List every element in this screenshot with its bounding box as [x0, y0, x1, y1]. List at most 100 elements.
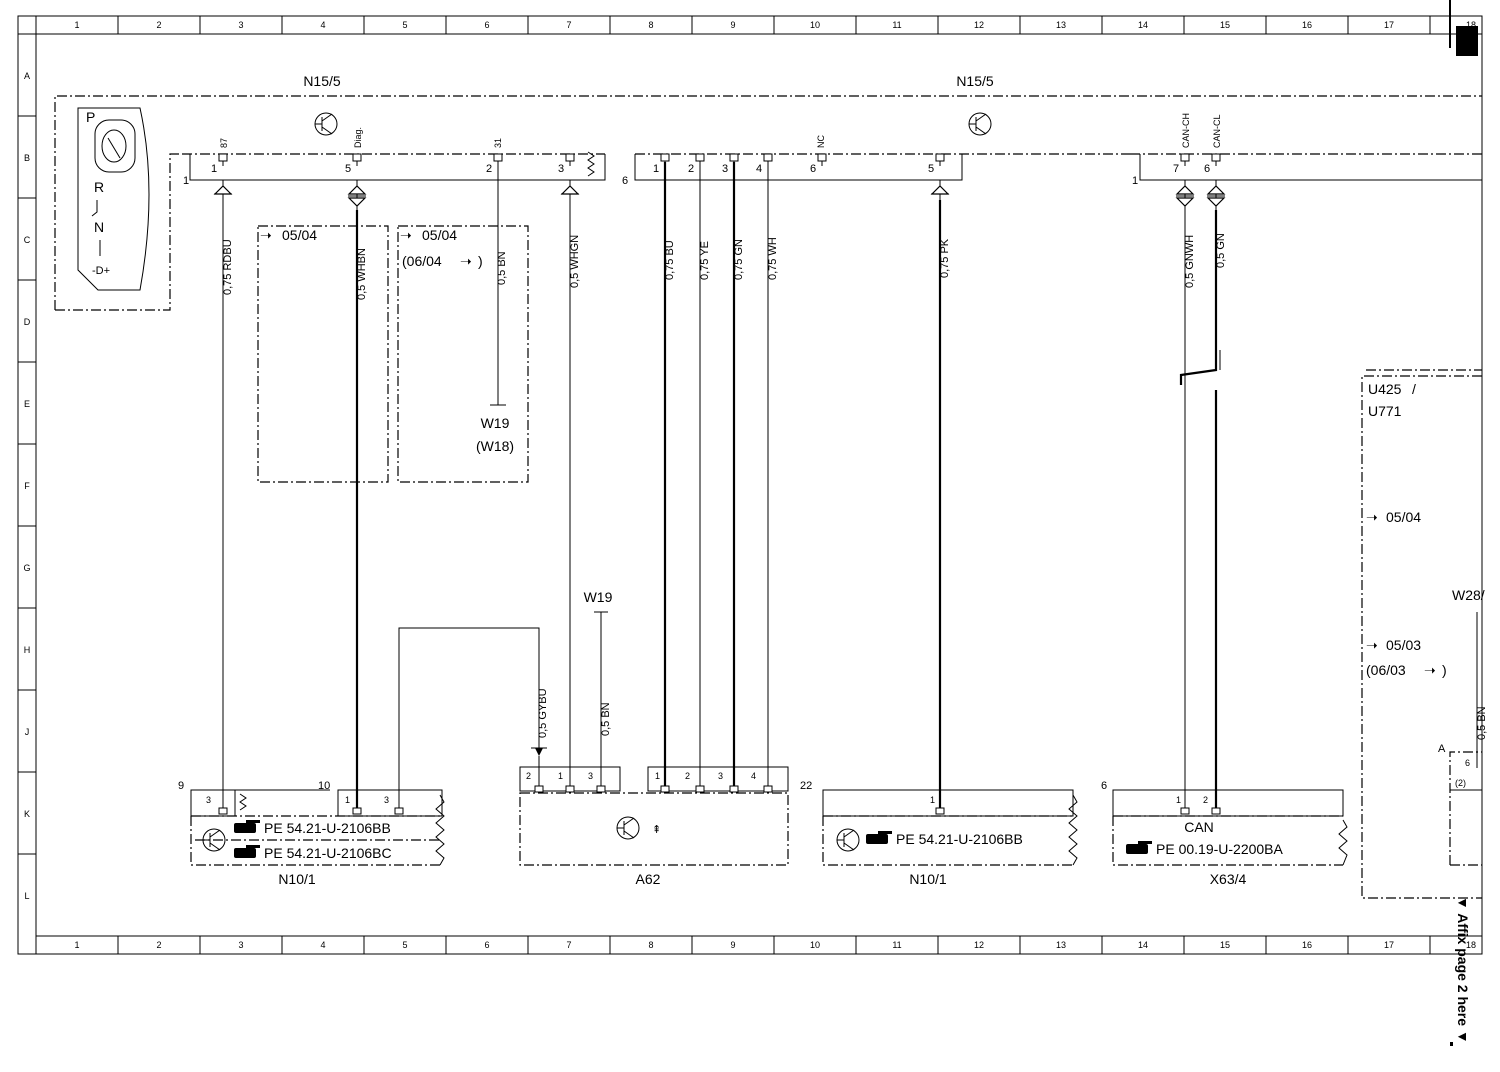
column-number: 14: [1138, 20, 1148, 30]
connector-10-number: 10: [318, 780, 330, 792]
ref-w19-ground: W19: [584, 589, 613, 605]
row-letter: A: [24, 71, 30, 81]
row-letter: J: [25, 727, 30, 737]
wire-label: 0,75 WH: [767, 237, 779, 280]
row-letter: C: [24, 235, 31, 245]
module-a62-label: A62: [636, 871, 661, 887]
ref-0504-a: 05/04: [282, 227, 317, 243]
svg-text:➝: ➝: [1366, 637, 1378, 653]
module-x63: 6 1 2 CAN PE 00.19-U-2200BA X63/4: [1101, 780, 1344, 887]
n15-outer-boundary: [54, 95, 1482, 310]
pin-label-31: 31: [493, 138, 503, 148]
selector-lever-box: P R N -D+: [55, 107, 182, 311]
wire-label: 0,5 BN: [600, 702, 612, 736]
connector-group-1: 1: [182, 153, 606, 187]
svg-text:1: 1: [930, 795, 935, 805]
pointing-hand-icon: [234, 845, 260, 858]
pin-number: 1: [653, 163, 659, 175]
connector-6-number: 6: [622, 175, 628, 187]
transistor-icon: [616, 816, 640, 840]
pin-2-label: (2): [1455, 778, 1466, 788]
connector-22-number: 22: [800, 780, 812, 792]
column-number: 15: [1220, 940, 1230, 950]
column-number: 5: [402, 20, 407, 30]
column-number: 10: [810, 20, 820, 30]
selector-r-label: R: [94, 179, 104, 195]
transistor-icon: [968, 112, 992, 136]
can-label: CAN: [1184, 819, 1214, 835]
row-letter: D: [24, 317, 31, 327]
connector-arrows: [213, 180, 1226, 212]
affix-page-note: ▼ Affix page 2 here ▼: [1455, 896, 1471, 1044]
column-number: 16: [1302, 940, 1312, 950]
ref-u425: U425: [1368, 381, 1402, 397]
led-icon: ⇞: [652, 824, 661, 836]
column-number: 18: [1466, 940, 1476, 950]
svg-text:➝: ➝: [260, 227, 272, 243]
pin-label-nc: NC: [816, 135, 826, 148]
pin-label-diag: Diag.: [353, 127, 363, 148]
svg-text:➝: ➝: [400, 227, 412, 243]
row-letter: F: [24, 481, 30, 491]
column-number: 8: [648, 940, 653, 950]
column-number: 8: [648, 20, 653, 30]
pin-number: 6: [810, 163, 816, 175]
transistor-icon: [314, 112, 338, 136]
svg-text:3: 3: [718, 771, 723, 781]
column-number: 2: [156, 940, 161, 950]
column-number: 18: [1466, 20, 1476, 30]
transistor-icon: [202, 828, 226, 852]
ref-0503: 05/03: [1386, 637, 1421, 653]
row-letter: B: [24, 153, 30, 163]
column-number: 10: [810, 940, 820, 950]
module-x63-label: X63/4: [1210, 871, 1247, 887]
column-number: 4: [320, 20, 325, 30]
column-number: 17: [1384, 940, 1394, 950]
column-number: 6: [484, 20, 489, 30]
connector-9-number: 9: [178, 780, 184, 792]
pe-ref-2: PE 54.21-U-2106BC: [264, 845, 392, 861]
wire-label: 0,75 GN: [733, 239, 745, 280]
ref-0504-b: 05/04: [422, 227, 457, 243]
selector-d-label: -D+: [92, 265, 110, 277]
pin-label-can-cl: CAN-CL: [1212, 114, 1222, 148]
module-n10-right: 1 PE 54.21-U-2106BB N10/1: [822, 789, 1074, 887]
wire-label: 0,5 GNWH: [1184, 235, 1196, 288]
ref-w28: W28/: [1452, 587, 1485, 603]
pin-6-label: 6: [1465, 758, 1470, 768]
module-n10-left-label: N10/1: [278, 871, 316, 887]
pe-ref-3: PE 54.21-U-2106BB: [896, 831, 1023, 847]
column-number: 14: [1138, 940, 1148, 950]
pin-number: 3: [722, 163, 728, 175]
column-number: 4: [320, 940, 325, 950]
ref-w18: (W18): [476, 438, 514, 454]
transistor-icon: [836, 828, 860, 852]
pin-number: 4: [756, 163, 762, 175]
svg-text:2: 2: [526, 771, 531, 781]
resistor-zigzag-icons: [239, 151, 1348, 866]
svg-text:➝: ➝: [1366, 509, 1378, 525]
module-n15-right-label: N15/5: [956, 73, 994, 89]
ref-box-right: ➝ 05/04 (06/04 ➝ ) W19 (W18): [397, 225, 529, 483]
svg-text:3: 3: [384, 795, 389, 805]
column-number: 16: [1302, 20, 1312, 30]
row-letter: L: [24, 891, 29, 901]
connector-can-number: 1: [1132, 175, 1138, 187]
pin-number: 6: [1204, 163, 1210, 175]
ground-arrow-icon: [531, 747, 547, 786]
pointing-hand-icon: [1126, 841, 1152, 854]
column-number: 7: [566, 940, 571, 950]
svg-text:2: 2: [1203, 795, 1208, 805]
pin-number: 2: [688, 163, 694, 175]
wire-label: 0,5 BN: [496, 251, 508, 285]
column-number: 5: [402, 940, 407, 950]
wire-label: 0,75 RDBU: [222, 239, 234, 295]
svg-text:1: 1: [558, 771, 563, 781]
column-number: 7: [566, 20, 571, 30]
column-number: 6: [484, 940, 489, 950]
connector-6-bottom-number: 6: [1101, 780, 1107, 792]
row-letter: G: [23, 563, 30, 573]
svg-text:➝: ➝: [460, 253, 472, 269]
